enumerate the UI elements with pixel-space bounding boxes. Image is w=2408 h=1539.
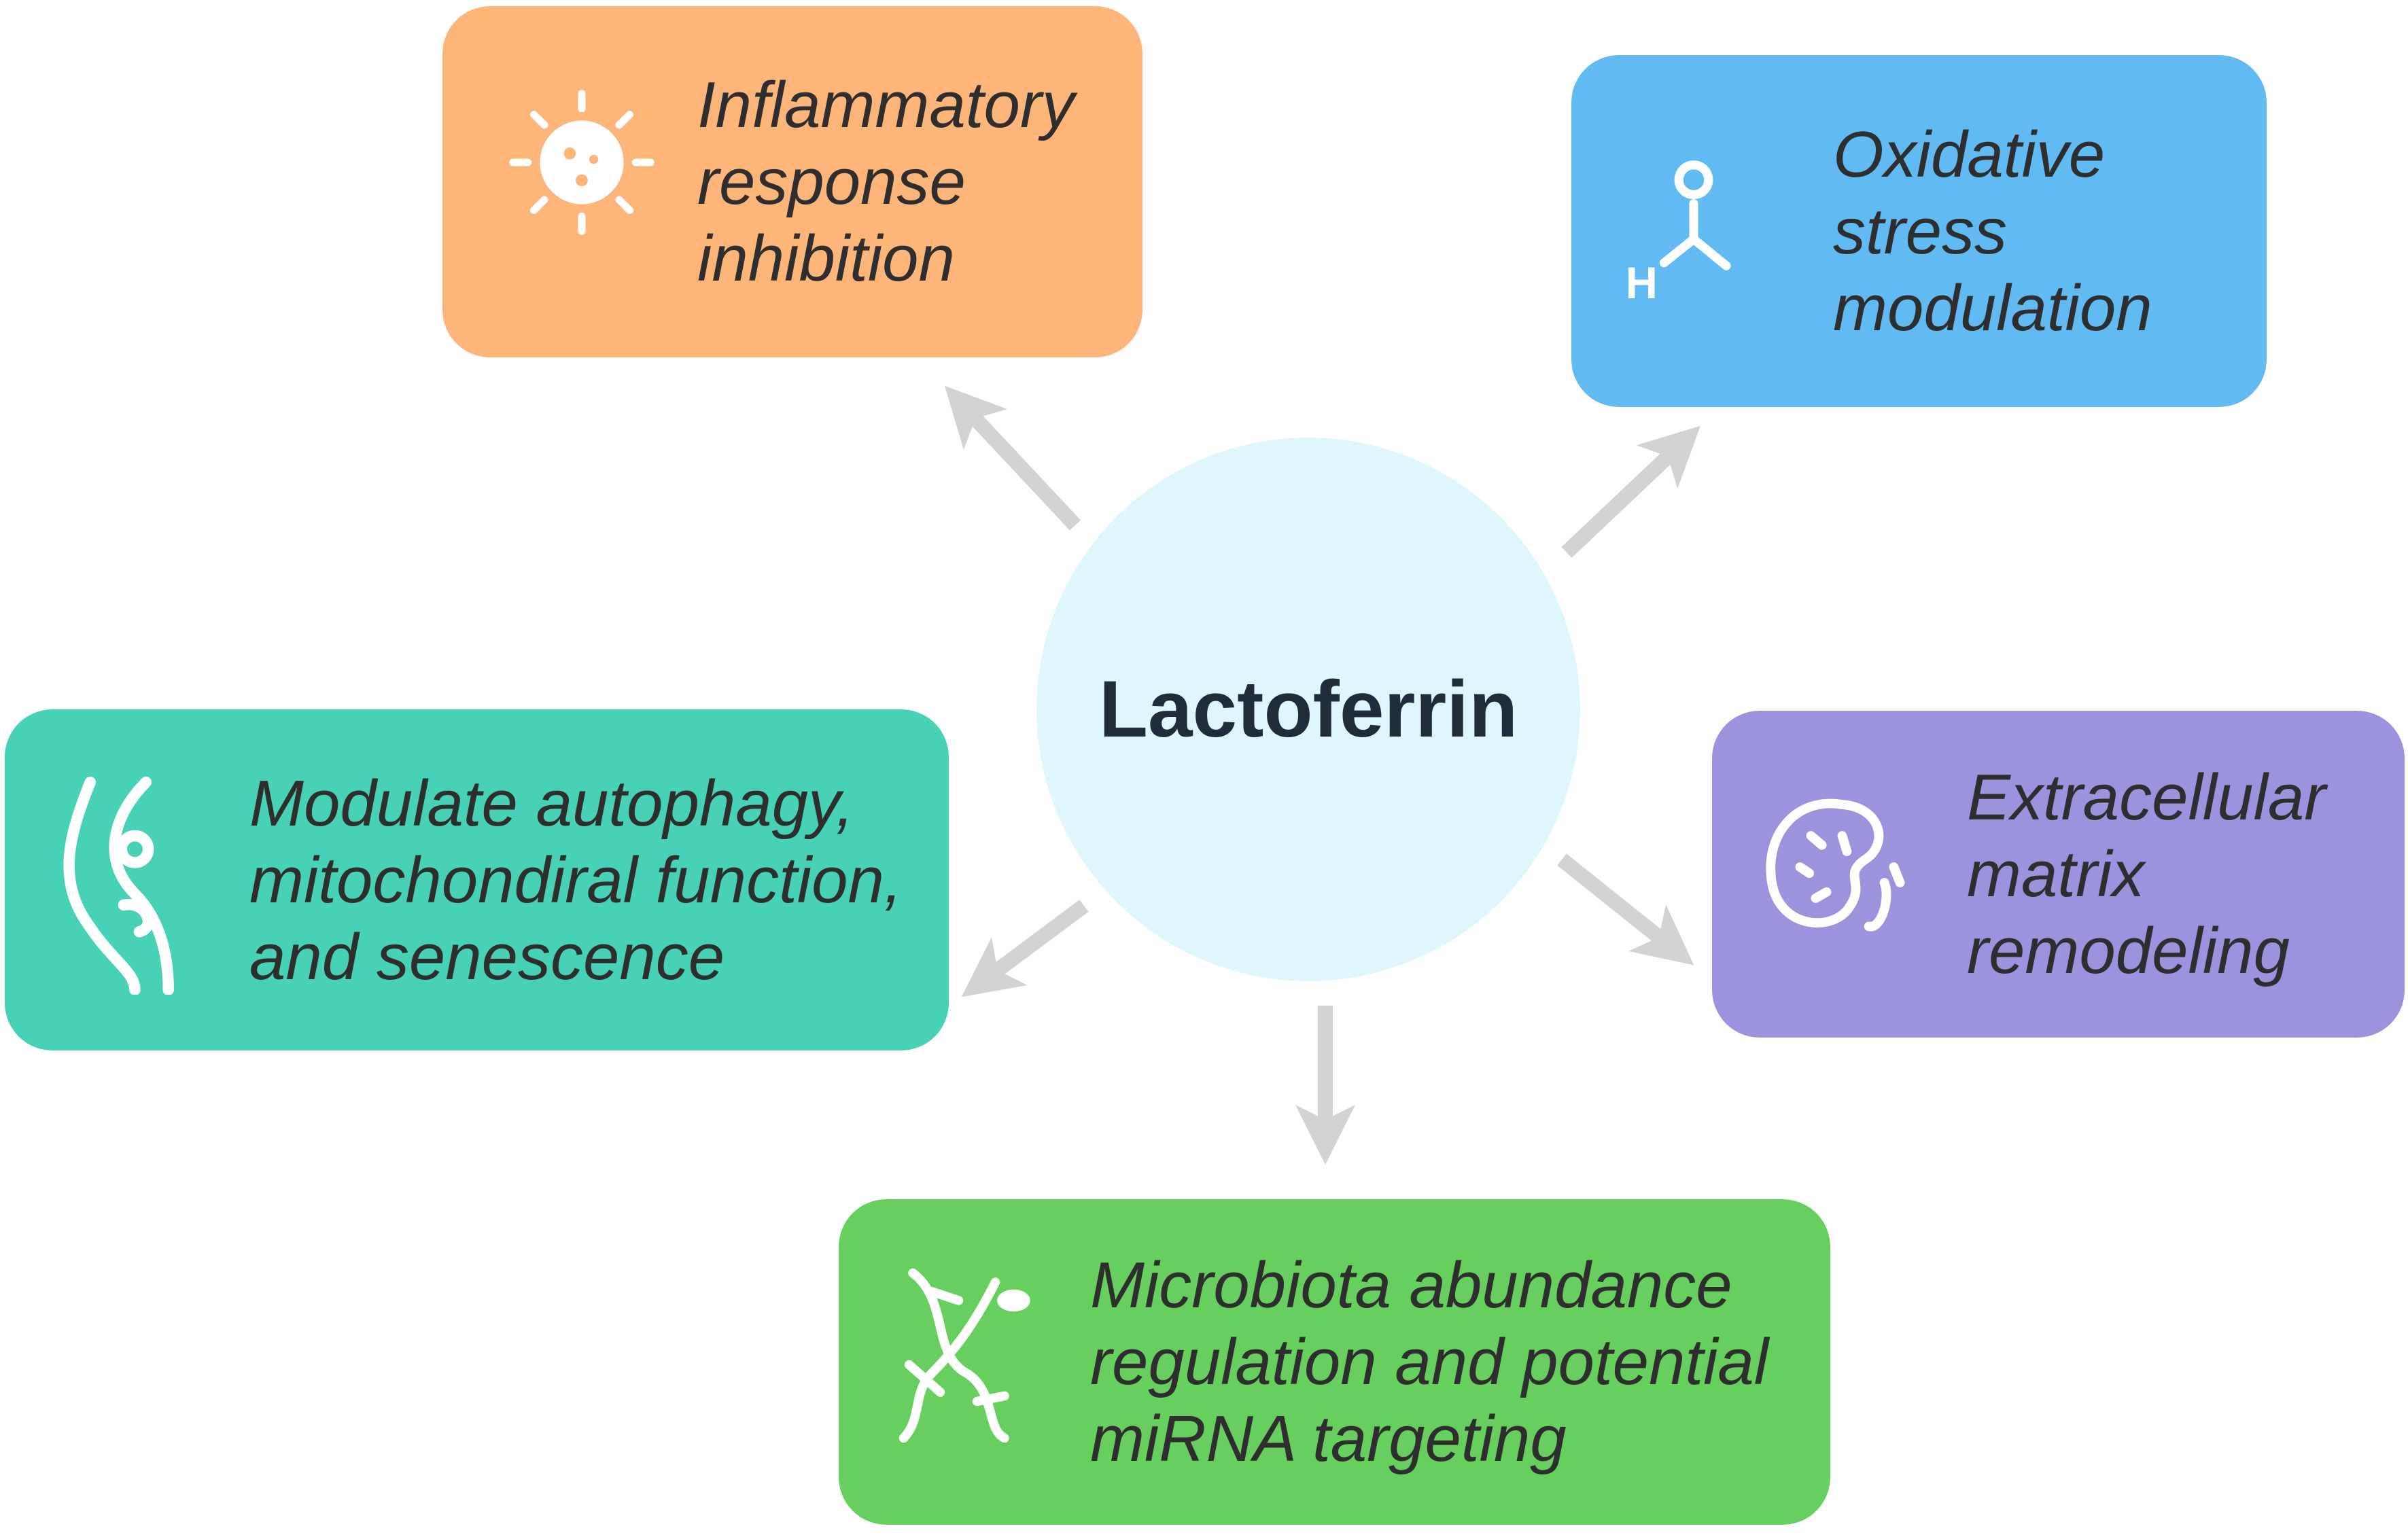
node-autophagy: Modulate autophagy, mitochondiral functi… bbox=[5, 709, 949, 1050]
node-ecm: Extracellular matrix remodeling bbox=[1712, 711, 2405, 1038]
mitochondria-icon bbox=[1766, 798, 1905, 932]
node-microbiota: Microbiota abundance regulation and pote… bbox=[839, 1199, 1830, 1525]
node-inflammatory: Inflammatory response inhibition bbox=[442, 6, 1142, 357]
node-oxidative: H Oxidative stress modulation bbox=[1571, 55, 2267, 407]
node-label: Modulate autophagy, mitochondiral functi… bbox=[249, 766, 903, 993]
arrow-to-inflammatory bbox=[944, 385, 1081, 531]
node-label: Extracellular matrix remodeling bbox=[1967, 761, 2326, 987]
center-node-lactoferrin: Lactoferrin bbox=[1036, 438, 1580, 981]
cell-strand-icon bbox=[63, 776, 174, 995]
bacteria-icon bbox=[898, 1268, 1030, 1443]
arrow-to-oxidative bbox=[1561, 425, 1700, 558]
virus-icon bbox=[509, 90, 655, 235]
node-label: Oxidative stress modulation bbox=[1833, 118, 2152, 344]
center-label: Lactoferrin bbox=[1098, 665, 1518, 754]
node-label: Microbiota abundance regulation and pote… bbox=[1090, 1249, 1769, 1475]
arrow-to-ecm bbox=[1557, 853, 1694, 966]
node-label: Inflammatory response inhibition bbox=[697, 69, 1075, 295]
svg-text:H: H bbox=[1626, 258, 1658, 308]
arrow-to-autophagy bbox=[961, 900, 1089, 997]
molecule-icon: H bbox=[1626, 160, 1731, 308]
